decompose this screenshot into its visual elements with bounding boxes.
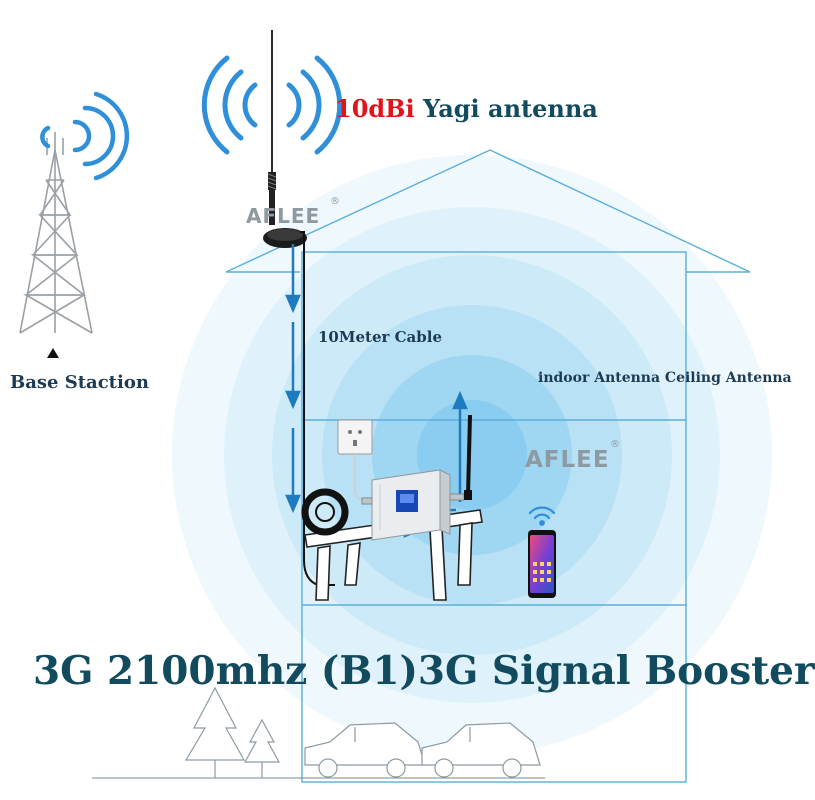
tower-signal-waves-icon (40, 91, 130, 181)
registered-mark: ® (330, 196, 340, 207)
antenna-gain: 10dBi (335, 94, 415, 123)
indoor-antenna-icon (464, 414, 472, 500)
outdoor-antenna-icon (263, 30, 307, 248)
cell-tower-icon (19, 132, 93, 334)
house-outline (225, 149, 751, 783)
brand-watermark: AFLEE (246, 204, 321, 228)
base-station-label: Base Staction (10, 372, 149, 393)
brand-watermark: AFLEE (525, 447, 610, 473)
product-title: 3G 2100mhz (B1)3G Signal Booster (33, 648, 815, 694)
smartphone-icon (528, 530, 556, 598)
tree-icon (243, 718, 281, 778)
caret-up-icon (47, 348, 59, 358)
booster-device-icon (361, 469, 465, 541)
registered-mark: ® (610, 439, 620, 450)
antenna-name: Yagi antenna (422, 94, 598, 123)
car-icon (304, 722, 426, 778)
power-socket-icon (337, 419, 378, 501)
tree-icon (184, 686, 246, 778)
antenna-signal-waves-icon (201, 55, 343, 155)
wifi-icon (528, 506, 556, 526)
car-icon (421, 722, 541, 778)
cable-label: 10Meter Cable (318, 328, 443, 346)
antenna-label: 10dBi Yagi antenna (335, 94, 598, 123)
indoor-antenna-label: indoor Antenna Ceiling Antenna (538, 370, 792, 386)
cable-coil-icon (301, 488, 349, 536)
